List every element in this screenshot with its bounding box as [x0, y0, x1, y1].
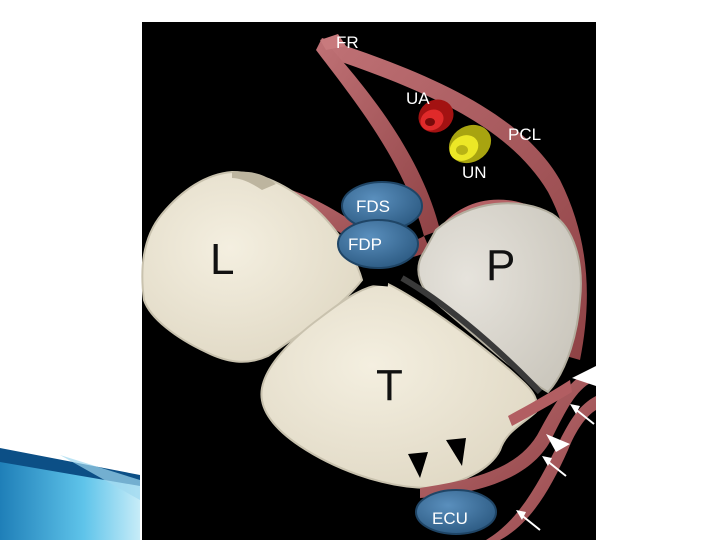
flexor-tendons: [337, 181, 423, 269]
label-l: L: [210, 235, 234, 284]
label-ecu: ECU: [432, 509, 468, 528]
label-fdp: FDP: [348, 235, 382, 254]
label-t: T: [376, 361, 403, 410]
arrowheads-black: [408, 438, 466, 478]
ulnar-nerve: [448, 124, 492, 164]
ecu-tendon: [415, 489, 497, 535]
label-fr: FR: [336, 33, 359, 52]
label-un: UN: [462, 163, 487, 182]
arrows-white: [516, 404, 595, 531]
label-fds: FDS: [356, 197, 390, 216]
ulnar-artery: [418, 99, 454, 133]
lunate-bone: [141, 170, 364, 363]
label-ua: UA: [406, 89, 430, 108]
label-p: P: [486, 241, 515, 290]
ecu-sheath: [420, 370, 596, 540]
slide-accent-decoration: [0, 448, 140, 540]
label-pcl: PCL: [508, 125, 541, 144]
arrowheads-white: [546, 366, 596, 452]
